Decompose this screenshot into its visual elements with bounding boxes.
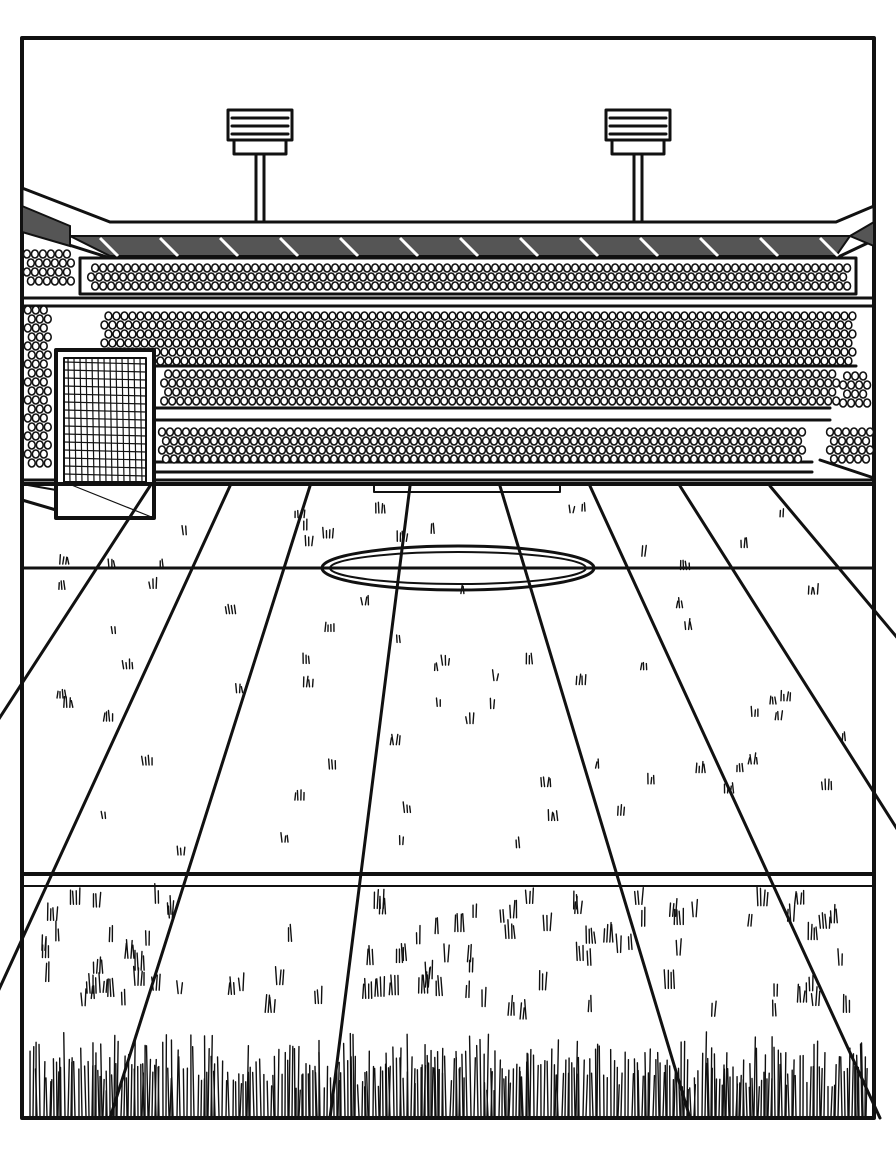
page-frame [20,36,876,1120]
goal-net-icon [20,348,156,520]
center-circle-icon [320,544,596,592]
grass-tuft-icon [29,501,868,1117]
floodlight-left-icon [226,108,294,224]
crowd-icon [22,249,875,468]
floodlight-right-icon [604,108,672,224]
pitch [0,482,896,1120]
middle-stand [98,364,858,422]
stadium-roof [20,185,876,260]
